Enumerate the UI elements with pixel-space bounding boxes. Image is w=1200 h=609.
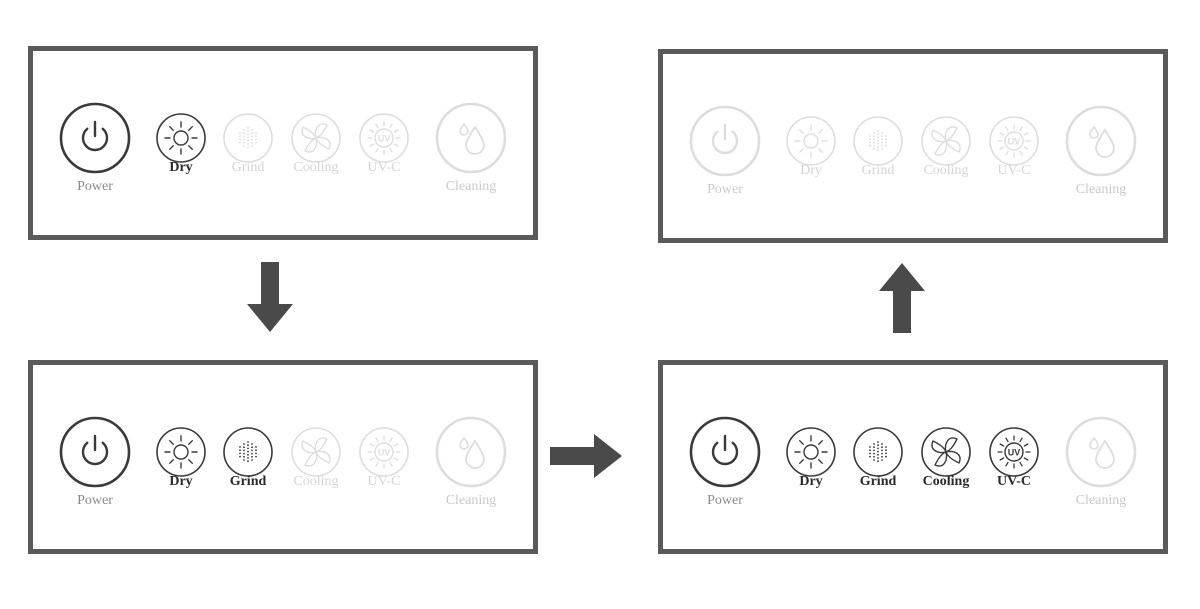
uv-icon-text: UV bbox=[1008, 137, 1021, 147]
grind-button[interactable]: Grind bbox=[208, 98, 288, 178]
power-button[interactable]: Power bbox=[55, 98, 135, 194]
grind-label: Grind bbox=[859, 474, 897, 489]
cleaning-button[interactable]: Cleaning bbox=[1061, 101, 1141, 197]
grind-button[interactable]: Grind bbox=[838, 412, 918, 492]
cooling-button[interactable]: Cooling bbox=[906, 101, 986, 181]
uvc-label: UV-C bbox=[367, 160, 401, 175]
water-drop-icon bbox=[435, 102, 507, 174]
cleaning-button[interactable]: Cleaning bbox=[431, 98, 511, 194]
dry-button[interactable]: Dry bbox=[141, 412, 221, 492]
water-drop-icon bbox=[1065, 416, 1137, 488]
fan-icon bbox=[291, 113, 341, 163]
grind-label: Grind bbox=[229, 474, 267, 489]
dry-label: Dry bbox=[169, 160, 193, 175]
sun-icon bbox=[786, 427, 836, 477]
right-arrow-icon bbox=[550, 434, 622, 478]
uvc-label: UV-C bbox=[367, 474, 401, 489]
grind-button[interactable]: Grind bbox=[838, 101, 918, 181]
uv-icon: UV bbox=[989, 427, 1039, 477]
fan-icon bbox=[921, 116, 971, 166]
uv-icon-text: UV bbox=[378, 448, 391, 458]
uv-icon: UV bbox=[359, 427, 409, 477]
power-label: Power bbox=[77, 493, 113, 508]
water-drop-icon bbox=[1065, 105, 1137, 177]
sun-icon bbox=[786, 116, 836, 166]
sun-icon bbox=[156, 113, 206, 163]
grind-label: Grind bbox=[861, 163, 895, 178]
sun-icon bbox=[156, 427, 206, 477]
power-icon bbox=[59, 102, 131, 174]
uvc-button[interactable]: UV UV-C bbox=[344, 412, 424, 492]
power-button[interactable]: Power bbox=[685, 412, 765, 508]
uvc-label: UV-C bbox=[997, 163, 1031, 178]
grind-button[interactable]: Grind bbox=[208, 412, 288, 492]
power-button[interactable]: Power bbox=[685, 101, 765, 197]
cleaning-button[interactable]: Cleaning bbox=[431, 412, 511, 508]
cleaning-label: Cleaning bbox=[445, 179, 497, 194]
uv-icon: UV bbox=[989, 116, 1039, 166]
power-button[interactable]: Power bbox=[55, 412, 135, 508]
cooling-label: Cooling bbox=[293, 160, 339, 175]
cooling-button[interactable]: Cooling bbox=[276, 98, 356, 178]
cleaning-label: Cleaning bbox=[1075, 182, 1127, 197]
power-icon bbox=[689, 416, 761, 488]
up-arrow-icon bbox=[879, 263, 925, 333]
uvc-button[interactable]: UV UV-C bbox=[344, 98, 424, 178]
dry-label: Dry bbox=[169, 474, 193, 489]
dry-button[interactable]: Dry bbox=[141, 98, 221, 178]
cleaning-label: Cleaning bbox=[1075, 493, 1127, 508]
panel-step-3: Power Dry Grind Cooling UV UV-C Cleaning bbox=[658, 360, 1168, 554]
fan-icon bbox=[921, 427, 971, 477]
uv-icon-text: UV bbox=[1008, 448, 1021, 458]
cleaning-label: Cleaning bbox=[445, 493, 497, 508]
dot-grid-icon bbox=[223, 113, 273, 163]
power-icon bbox=[59, 416, 131, 488]
cooling-label: Cooling bbox=[923, 163, 969, 178]
power-label: Power bbox=[77, 179, 113, 194]
panel-step-2: Power Dry Grind Cooling UV UV-C Cleaning bbox=[28, 360, 538, 554]
uvc-button[interactable]: UV UV-C bbox=[974, 101, 1054, 181]
power-label: Power bbox=[707, 182, 743, 197]
power-icon bbox=[689, 105, 761, 177]
cooling-button[interactable]: Cooling bbox=[276, 412, 356, 492]
uvc-label: UV-C bbox=[997, 474, 1031, 489]
grind-label: Grind bbox=[231, 160, 265, 175]
fan-icon bbox=[291, 427, 341, 477]
dry-button[interactable]: Dry bbox=[771, 412, 851, 492]
down-arrow-icon bbox=[247, 262, 293, 332]
dry-label: Dry bbox=[799, 474, 823, 489]
dot-grid-icon bbox=[853, 427, 903, 477]
uv-icon-text: UV bbox=[378, 134, 391, 144]
dot-grid-icon bbox=[853, 116, 903, 166]
cleaning-button[interactable]: Cleaning bbox=[1061, 412, 1141, 508]
cooling-label: Cooling bbox=[293, 474, 339, 489]
cooling-button[interactable]: Cooling bbox=[906, 412, 986, 492]
uvc-button[interactable]: UV UV-C bbox=[974, 412, 1054, 492]
power-label: Power bbox=[707, 493, 743, 508]
uv-icon: UV bbox=[359, 113, 409, 163]
dot-grid-icon bbox=[223, 427, 273, 477]
water-drop-icon bbox=[435, 416, 507, 488]
panel-step-1: Power Dry Grind Cooling UV UV-C Cleaning bbox=[28, 46, 538, 240]
panel-step-4: Power Dry Grind Cooling UV UV-C Cleaning bbox=[658, 49, 1168, 243]
dry-label: Dry bbox=[800, 163, 822, 178]
cooling-label: Cooling bbox=[922, 474, 970, 489]
dry-button[interactable]: Dry bbox=[771, 101, 851, 181]
